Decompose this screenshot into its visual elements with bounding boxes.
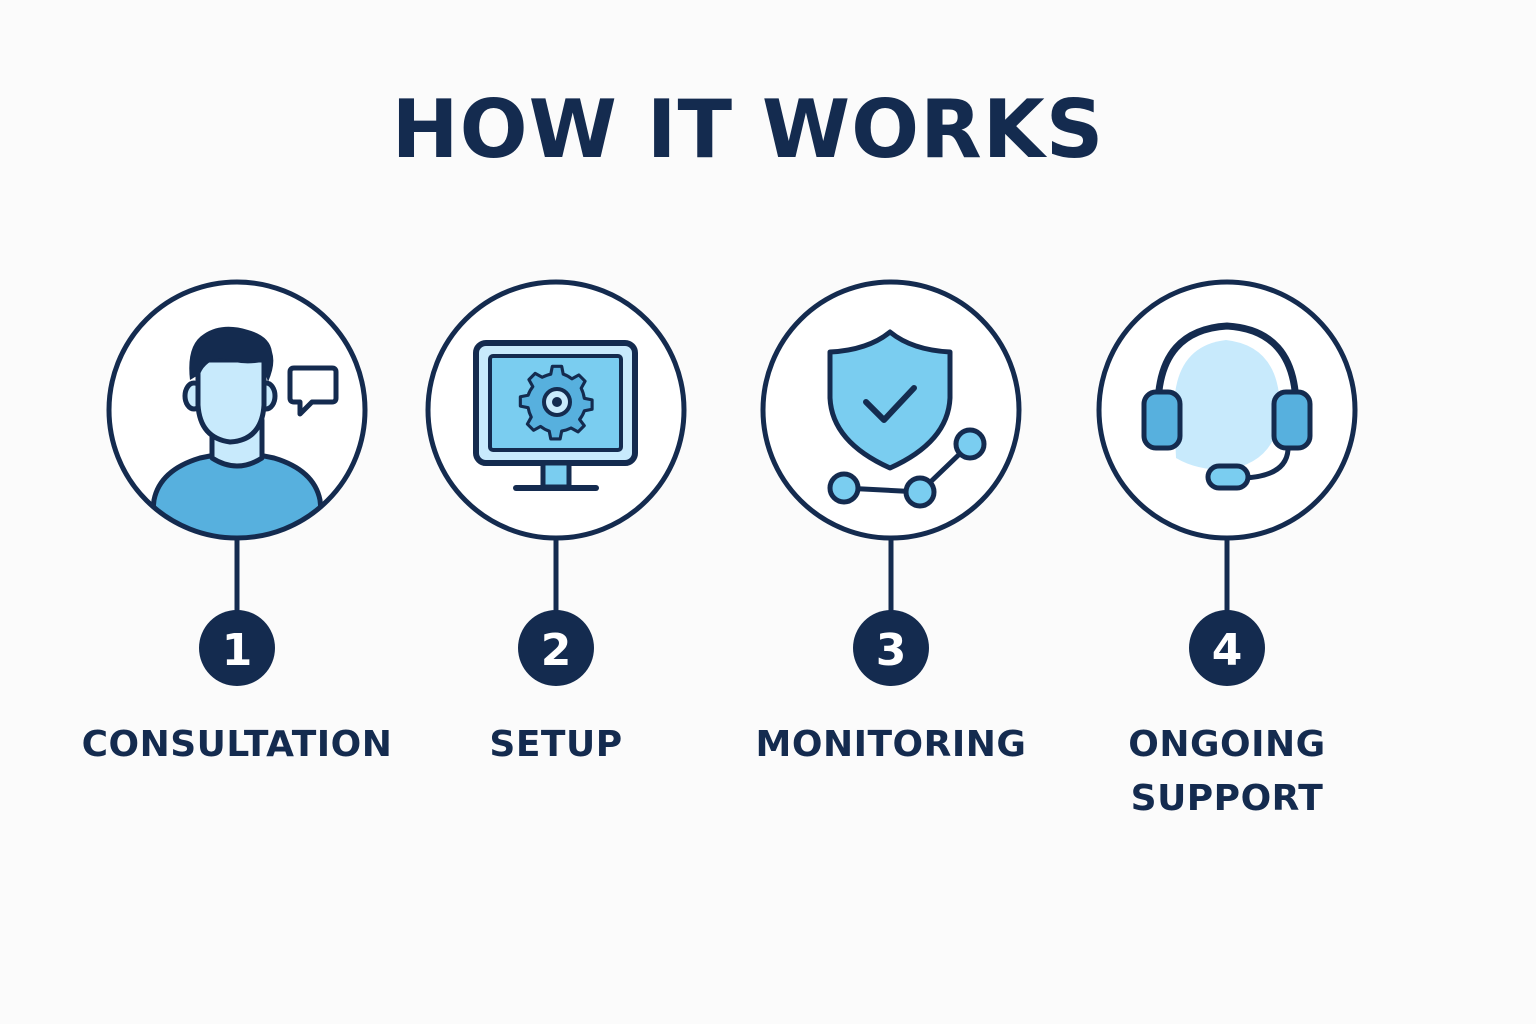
step-number: 4 bbox=[1212, 625, 1243, 676]
page-title: HOW IT WORKS bbox=[391, 83, 1105, 176]
step-3: 3 bbox=[760, 279, 1022, 686]
step-label-line: MONITORING bbox=[755, 724, 1027, 765]
step-label-monitoring: MONITORING bbox=[711, 718, 1071, 772]
step-number-badge bbox=[199, 610, 275, 686]
step-number: 1 bbox=[222, 625, 253, 676]
step-label-consultation: CONSULTATION bbox=[57, 718, 417, 772]
step-label-line: CONSULTATION bbox=[81, 724, 393, 765]
monitor-gear-icon bbox=[425, 279, 687, 541]
step-number-badge bbox=[853, 610, 929, 686]
step-number-badge bbox=[518, 610, 594, 686]
step-label-ongoing-support: ONGOING SUPPORT bbox=[1047, 718, 1407, 826]
step-4: 4 bbox=[1096, 279, 1358, 686]
step-label-line: SETUP bbox=[489, 724, 623, 765]
step-label-line: ONGOING bbox=[1128, 724, 1326, 765]
step-number: 2 bbox=[541, 625, 572, 676]
shield-check-graph-icon bbox=[760, 279, 1022, 541]
headset-icon bbox=[1096, 279, 1358, 541]
step-number-badge bbox=[1189, 610, 1265, 686]
step-2: 2 bbox=[425, 279, 687, 686]
step-label-setup: SETUP bbox=[376, 718, 736, 772]
step-1: 1 bbox=[106, 279, 368, 686]
person-speech-bubble-icon bbox=[106, 279, 368, 541]
step-label-line-2: SUPPORT bbox=[1130, 778, 1324, 819]
step-number: 3 bbox=[876, 625, 907, 676]
